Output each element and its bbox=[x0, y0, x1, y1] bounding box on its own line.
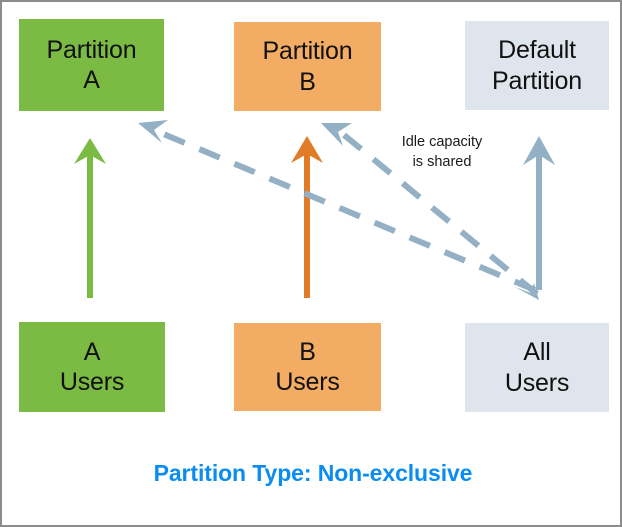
node-default-partition-line1: Default bbox=[498, 36, 576, 64]
arrow-all-users-to-default-partition bbox=[515, 136, 555, 300]
node-default-partition-line2: Partition bbox=[492, 66, 582, 95]
node-partition-a: Partition A bbox=[19, 19, 164, 111]
node-b-users: B Users bbox=[234, 323, 381, 411]
idle-capacity-note-line1: Idle capacity bbox=[401, 134, 483, 150]
node-a-users-line2: Users bbox=[59, 368, 125, 396]
node-b-users-line2: Users bbox=[275, 368, 340, 396]
node-partition-b-line2: B bbox=[299, 67, 316, 96]
node-partition-a-line1: Partition bbox=[46, 35, 137, 64]
node-default-partition: Default Partition bbox=[465, 21, 609, 110]
diagram-caption: Partition Type: Non-exclusive bbox=[153, 460, 473, 486]
node-a-users-line1: A bbox=[83, 337, 101, 366]
idle-capacity-note: Idle capacity is shared bbox=[380, 133, 504, 172]
arrow-a-users-to-partition-a bbox=[74, 138, 106, 298]
arrow-b-users-to-partition-b bbox=[291, 136, 323, 298]
node-partition-b: Partition B bbox=[234, 22, 381, 111]
node-b-users-line1: B bbox=[299, 337, 316, 366]
node-a-users: A Users bbox=[19, 322, 165, 412]
node-partition-a-line2: A bbox=[83, 66, 100, 94]
idle-capacity-note-line2: is shared bbox=[412, 153, 472, 170]
node-all-users: All Users bbox=[465, 323, 609, 412]
node-all-users-line1: All bbox=[523, 338, 551, 366]
node-partition-b-line1: Partition bbox=[262, 37, 353, 65]
node-all-users-line2: Users bbox=[504, 368, 570, 397]
